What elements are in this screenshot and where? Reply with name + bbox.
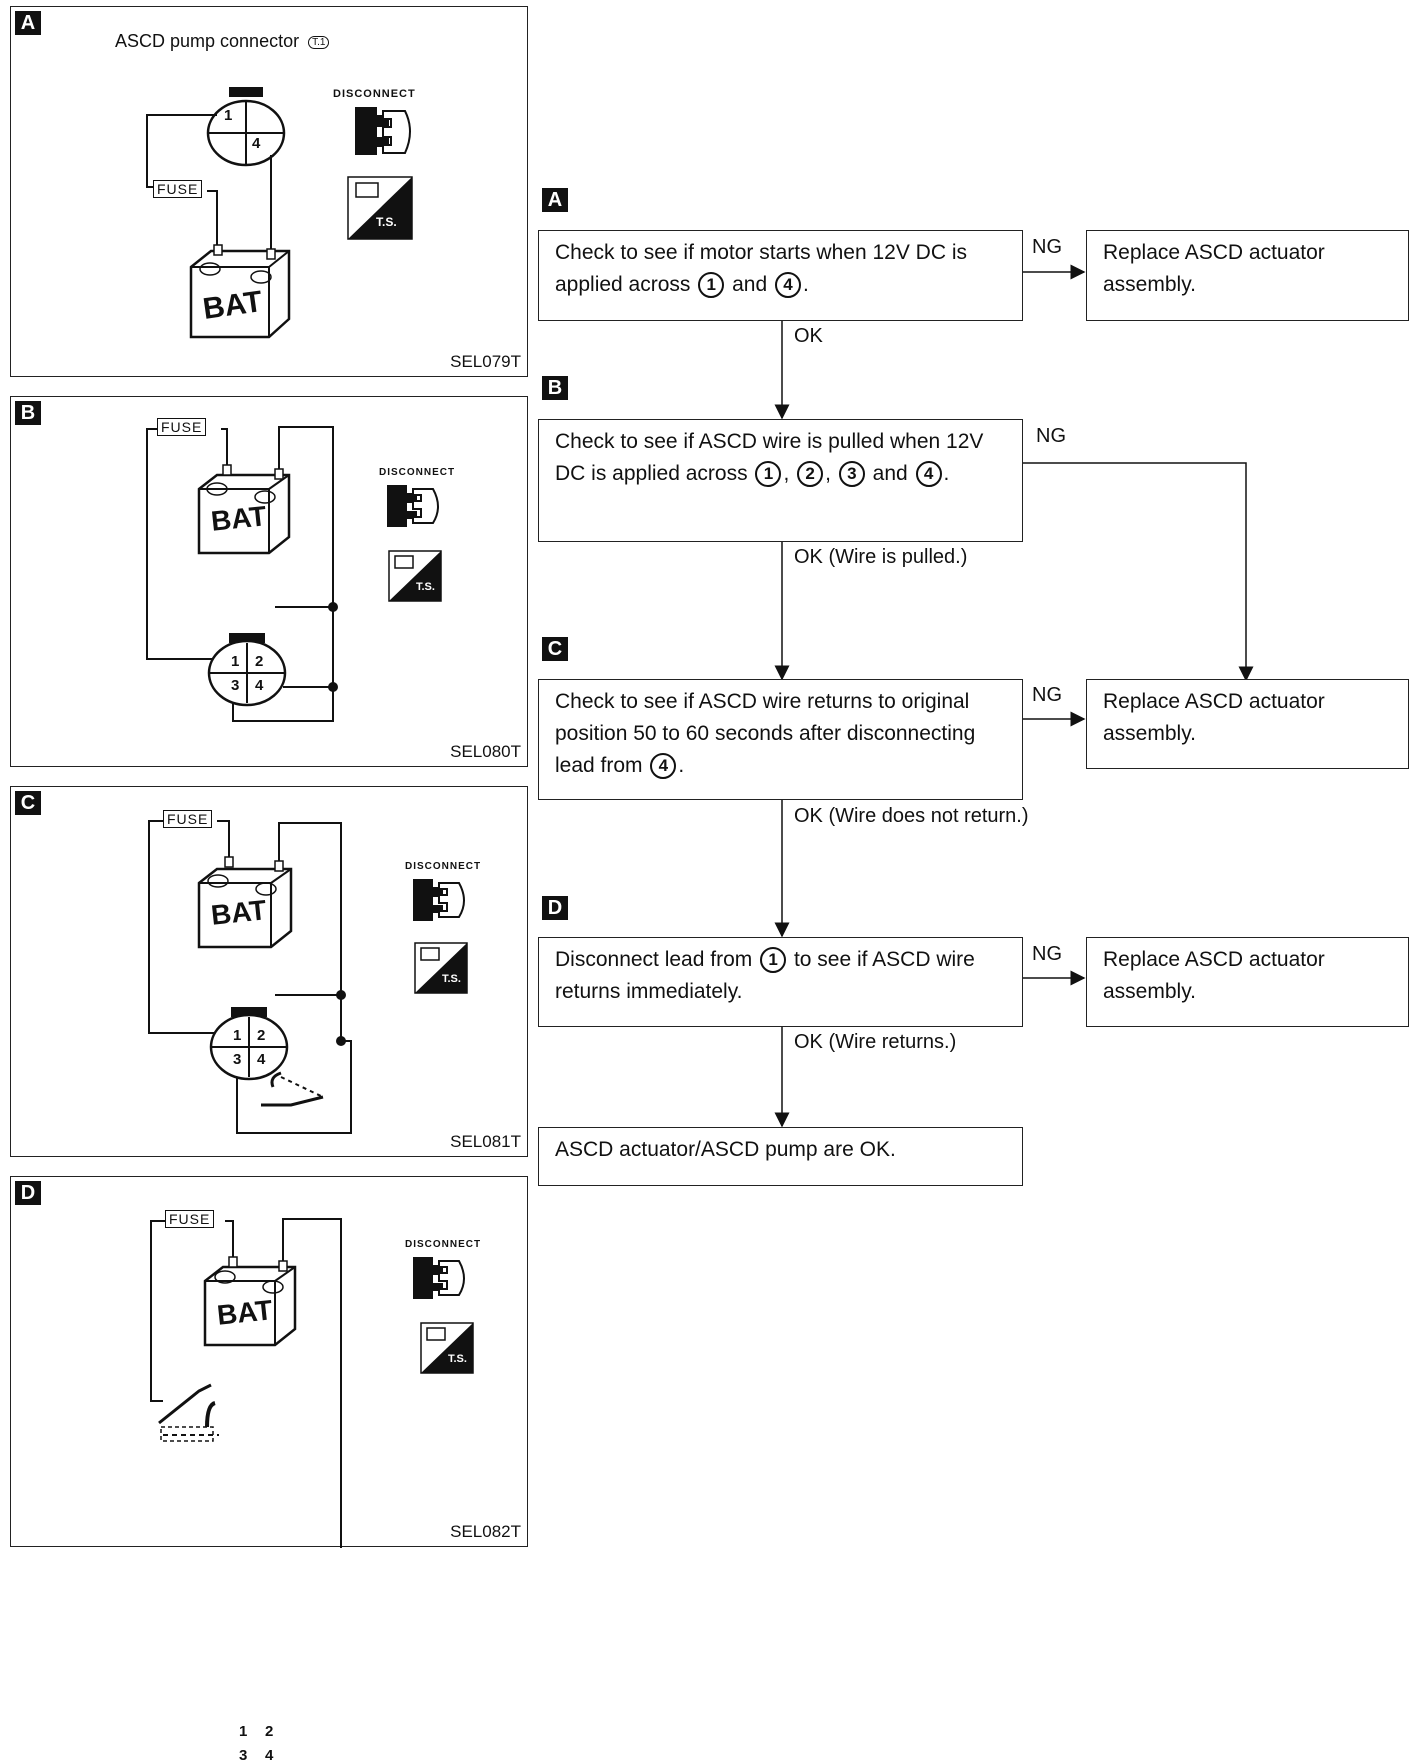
pin-label: 1 (233, 1027, 242, 1044)
step-text: and (872, 462, 908, 485)
connector-title: ASCD pump connector (115, 31, 300, 51)
step-text: , (825, 462, 831, 485)
step-tag-a: A (542, 188, 568, 212)
terminal-circle: 4 (775, 272, 801, 299)
pin-label: 3 (231, 677, 240, 694)
figure-code: SEL080T (450, 742, 521, 761)
wiring-diagram-a (146, 87, 413, 339)
step-b-box: Check to see if ASCD wire is pulled when… (538, 419, 1023, 542)
panel-c: C FUSE BAT 1 2 3 4 DISCON (10, 786, 528, 1157)
panel-a: A ASCD pump connector T.1 FUSE BAT 1 4 D… (10, 6, 528, 377)
ok-label: OK (794, 325, 823, 347)
panel-title: ASCD pump connector T.1 (115, 31, 330, 52)
step-c-box: Check to see if ASCD wire returns to ori… (538, 679, 1023, 800)
disconnect-label: DISCONNECT (333, 88, 416, 100)
final-text: ASCD actuator/ASCD pump are OK. (555, 1138, 896, 1161)
ok-label: OK (Wire is pulled.) (794, 546, 968, 568)
step-d-box: Disconnect lead from 1 to see if ASCD wi… (538, 937, 1023, 1027)
ts-label: T.S. (416, 581, 435, 593)
pin-label: 3 (233, 1051, 242, 1068)
replace-box-a: Replace ASCD actuator assembly. (1086, 230, 1409, 321)
fuse-label: FUSE (153, 180, 203, 198)
fuse-label: FUSE (157, 418, 207, 436)
ts-label: T.S. (448, 1353, 467, 1365)
pin-label: 1 (224, 107, 233, 124)
fuse-label: FUSE (165, 1210, 215, 1228)
step-text: to see if ASCD wire returns immediately. (555, 948, 975, 1003)
panel-tag: B (15, 401, 41, 425)
terminal-circle: 4 (915, 461, 942, 488)
replace-text: Replace ASCD actuator assembly. (1103, 241, 1325, 296)
pin-label: 4 (257, 1051, 266, 1068)
ng-label: NG (1032, 684, 1062, 706)
step-text: Check to see if ASCD wire returns to ori… (555, 690, 976, 777)
final-box: ASCD actuator/ASCD pump are OK. (538, 1127, 1023, 1186)
replace-text: Replace ASCD actuator assembly. (1103, 948, 1325, 1003)
figure-code: SEL082T (450, 1522, 521, 1541)
panel-d: D FUSE BAT 1 2 3 4 DISCON (10, 1176, 528, 1764)
step-text: Check to see if ASCD wire is pulled when… (555, 430, 984, 485)
pin-label: 3 (239, 1747, 248, 1764)
pin-label: 4 (252, 135, 261, 152)
pin-label: 1 (231, 653, 240, 670)
step-tag-d: D (542, 896, 568, 920)
ng-label: NG (1032, 943, 1062, 965)
panel-b: B FUSE BAT 1 2 3 4 DISCONNECT T.S (10, 396, 528, 767)
terminal-circle: 1 (760, 947, 787, 974)
pin-label: 4 (255, 677, 264, 694)
step-tag-b: B (542, 376, 568, 400)
ts-label: T.S. (442, 973, 461, 985)
panel-tag: A (15, 11, 41, 35)
ts-label: T.S. (376, 215, 397, 229)
pin-label: 2 (265, 1723, 274, 1740)
panel-tag: D (15, 1181, 41, 1205)
step-text: Disconnect lead from (555, 948, 753, 971)
wiring-diagram-d (150, 1218, 474, 1548)
replace-box-c: Replace ASCD actuator assembly. (1086, 679, 1409, 769)
step-text: , (783, 462, 790, 485)
figure-code: SEL081T (450, 1132, 521, 1151)
pin-label: 4 (265, 1747, 274, 1764)
connector-icon: T.1 (308, 35, 330, 49)
replace-box-d: Replace ASCD actuator assembly. (1086, 937, 1409, 1027)
ok-label: OK (Wire does not return.) (794, 805, 1029, 827)
ok-label: OK (Wire returns.) (794, 1031, 957, 1053)
replace-text: Replace ASCD actuator assembly. (1103, 690, 1325, 745)
terminal-circle: 3 (838, 461, 865, 488)
step-tag-c: C (542, 637, 568, 661)
terminal-circle: 1 (755, 461, 782, 488)
pin-label: 2 (257, 1027, 266, 1044)
step-a-box: Check to see if motor starts when 12V DC… (538, 230, 1023, 321)
disconnect-label: DISCONNECT (379, 467, 456, 478)
fuse-label: FUSE (163, 810, 213, 828)
panel-tag: C (15, 791, 41, 815)
figure-code: SEL079T (450, 352, 521, 371)
wiring-diagram-b (146, 426, 442, 722)
step-text: . (943, 462, 950, 485)
flowchart-connectors (774, 264, 1254, 1128)
step-text: Check to see if motor starts when 12V DC… (555, 241, 967, 296)
pin-label: 1 (239, 1723, 248, 1740)
disconnect-label: DISCONNECT (405, 1239, 482, 1250)
step-text: and (732, 273, 768, 296)
terminal-circle: 2 (797, 461, 824, 488)
step-text: . (803, 273, 809, 296)
ng-label: NG (1032, 236, 1062, 258)
pin-label: 2 (255, 653, 264, 670)
terminal-circle: 1 (698, 272, 725, 299)
ng-label: NG (1036, 425, 1066, 447)
disconnect-label: DISCONNECT (405, 861, 482, 872)
wiring-diagram-c (148, 820, 468, 1134)
terminal-circle: 4 (650, 753, 677, 780)
step-text: . (678, 754, 685, 777)
